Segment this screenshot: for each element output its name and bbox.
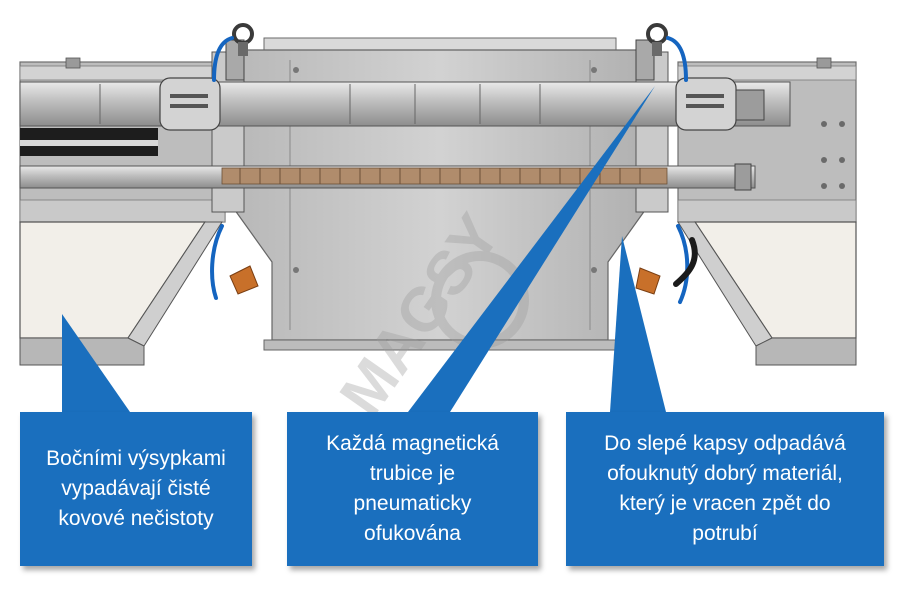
pointer-left	[62, 314, 130, 412]
left-eye-bolt	[232, 23, 254, 56]
callout-center-text: Každá magnetická trubice je pneumaticky …	[326, 432, 499, 545]
callout-right-text: Do slepé kapsy odpadává ofouknutý dobrý …	[604, 432, 846, 545]
orange-wear-plates	[229, 265, 661, 295]
callout-left-text: Bočními výsypkami vypadávají čisté kovov…	[46, 447, 226, 530]
callout-center: Každá magnetická trubice je pneumaticky …	[287, 412, 538, 566]
pointer-right	[610, 236, 666, 412]
pointer-center	[408, 86, 655, 412]
left-hopper	[19, 221, 223, 366]
pneumatic-hoses	[210, 36, 690, 304]
upper-magnetic-tube	[19, 77, 791, 131]
lower-magnetic-tube	[19, 163, 756, 191]
right-hopper	[677, 221, 857, 366]
right-eye-bolt	[646, 23, 668, 56]
callout-left: Bočními výsypkami vypadávají čisté kovov…	[20, 412, 252, 566]
black-discharge-hose	[673, 237, 698, 287]
callout-right: Do slepé kapsy odpadává ofouknutý dobrý …	[566, 412, 884, 566]
callout-pointers	[62, 86, 666, 412]
